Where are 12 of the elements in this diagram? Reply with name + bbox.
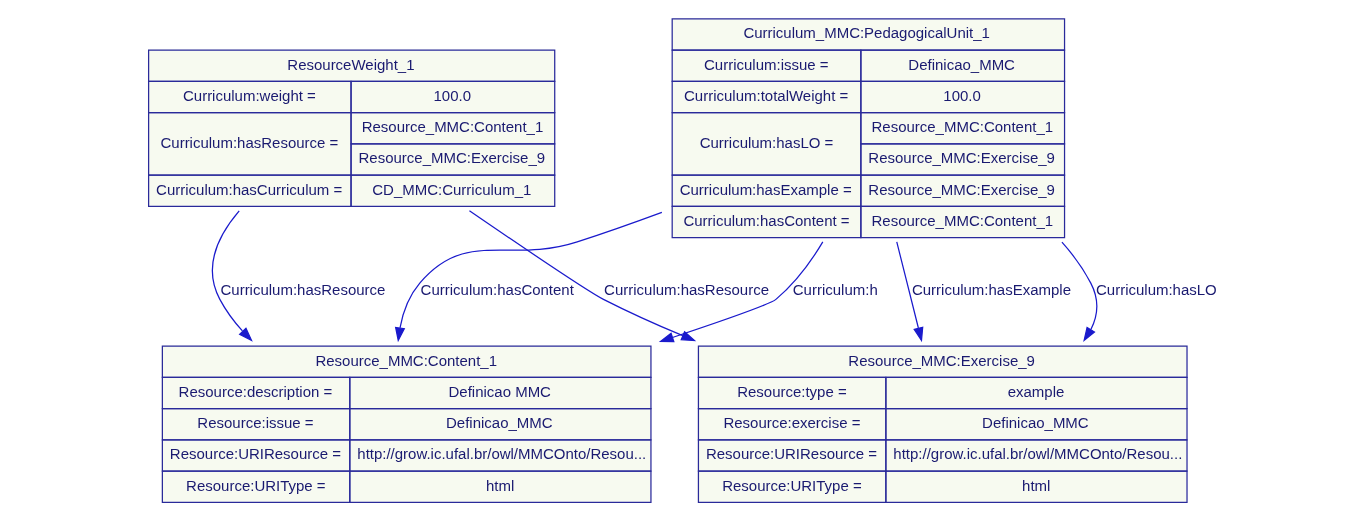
edge-label: Curriculum:hasResource [604, 281, 769, 299]
arrow [1061, 241, 1098, 342]
edge-label: Curriculum:hasResource [220, 281, 386, 299]
edge-label: Curriculum:hasExample [911, 281, 1071, 299]
arrow [394, 211, 663, 343]
arrow [896, 241, 924, 343]
edge-label: Curriculum:hasContent [420, 281, 574, 299]
arrow [211, 210, 253, 342]
edge-label: Curriculum:hasLO [1096, 281, 1217, 299]
arrow [468, 210, 697, 342]
edge-label: Curriculum:h [792, 281, 878, 299]
arrow [658, 241, 824, 343]
